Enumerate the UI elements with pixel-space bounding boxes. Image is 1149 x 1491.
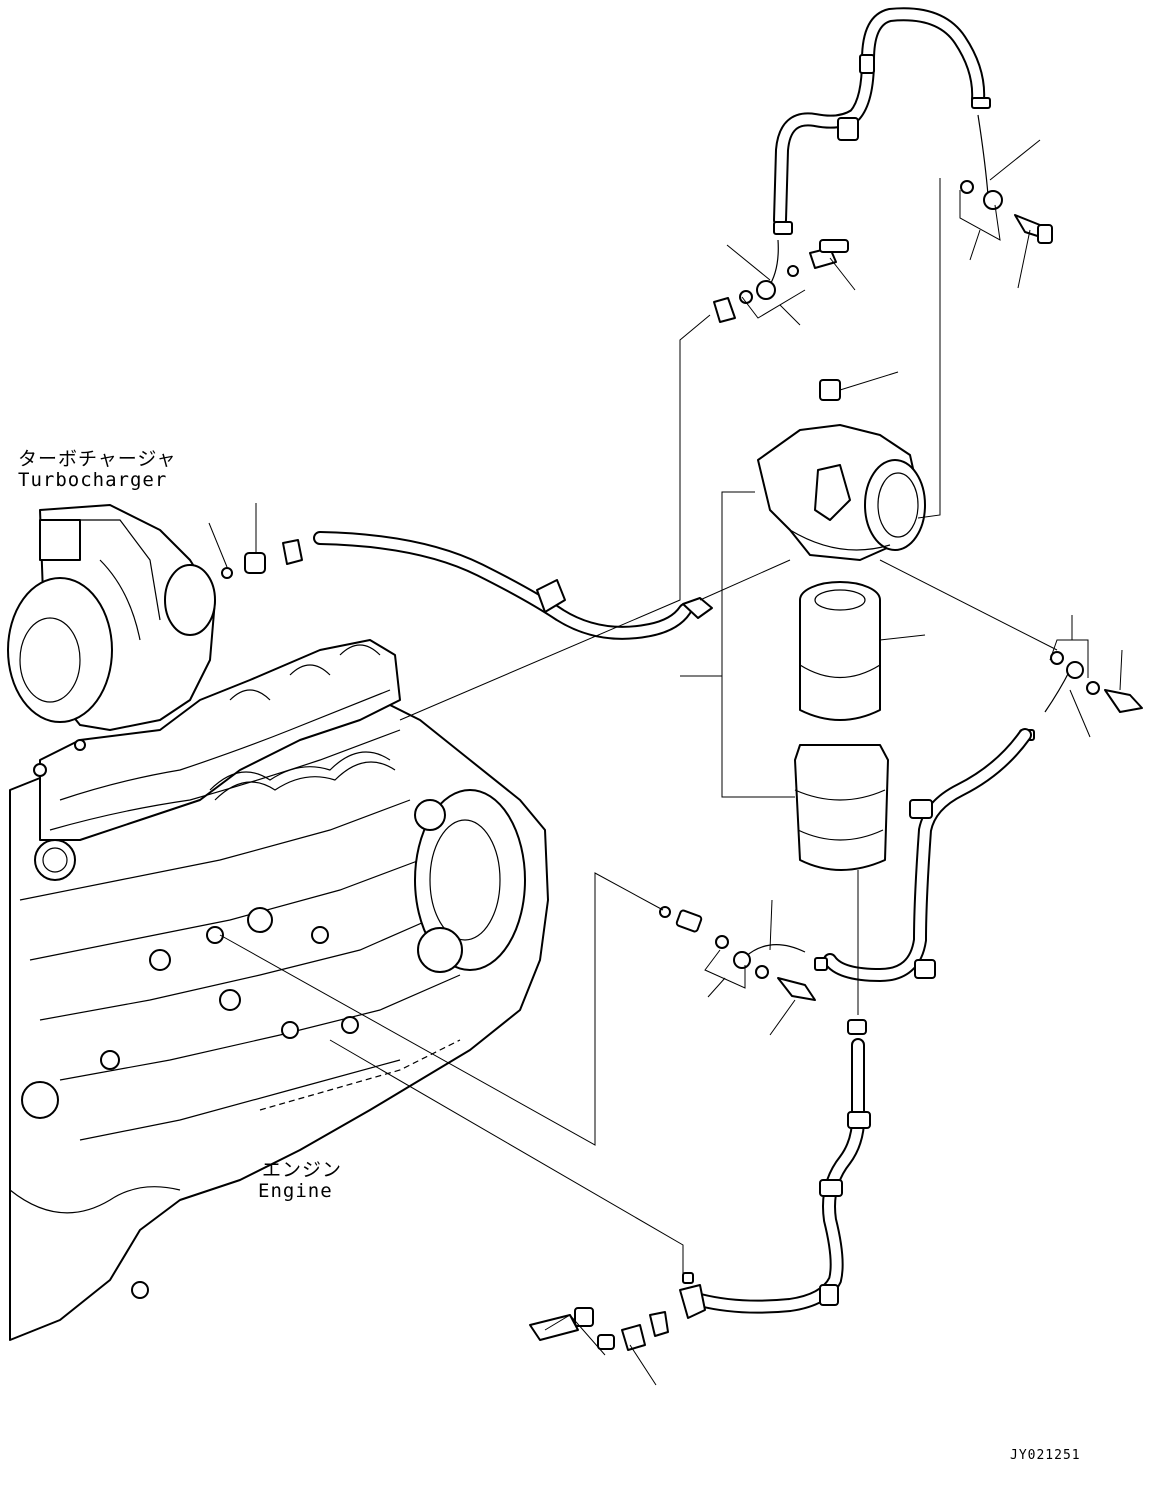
top-hose-system — [713, 7, 1053, 323]
bottom-small-parts — [529, 1307, 669, 1351]
engine-label-en: Engine — [258, 1180, 333, 1202]
turbo-fittings — [208, 503, 303, 579]
right-hose — [823, 728, 1032, 982]
lower-hose — [679, 1019, 871, 1319]
leader-lines — [219, 139, 1123, 1386]
turbocharger — [7, 504, 216, 731]
lower-fittings — [659, 906, 828, 1001]
filter-head — [757, 379, 926, 561]
engine-label-jp: エンジン — [262, 1159, 343, 1181]
turbocharger-label-en: Turbocharger — [18, 469, 168, 491]
turbocharger-label-jp: ターボチャージャ — [18, 448, 177, 470]
right-fittings — [1019, 651, 1143, 741]
filter-element — [799, 581, 881, 721]
engine-block — [9, 639, 549, 1341]
filter-bowl — [794, 744, 889, 885]
upper-drain-hose — [313, 531, 713, 640]
figure-id: JY021251 — [1010, 1448, 1081, 1463]
